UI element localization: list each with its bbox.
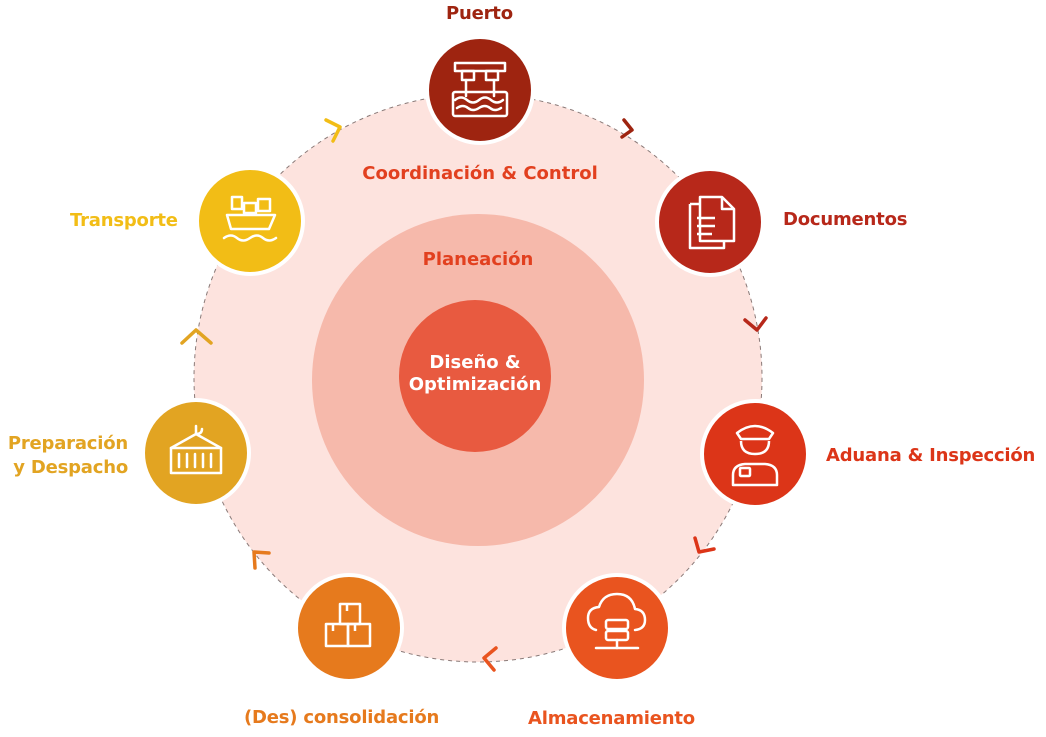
stacked-boxes-icon xyxy=(324,602,372,648)
arrow-chevron-icon xyxy=(324,118,342,143)
customs-officer-icon xyxy=(731,424,779,487)
arrow-chevron-icon xyxy=(743,316,768,332)
cloud-storage-icon xyxy=(586,592,647,650)
arrow-chevron-icon xyxy=(252,550,271,570)
arrow-chevron-icon xyxy=(180,328,213,345)
center-circle xyxy=(399,300,551,452)
outer-ring-label: Coordinación & Control xyxy=(362,163,598,184)
center-title: Diseño & Optimización xyxy=(395,352,555,396)
port-crane-water-icon xyxy=(451,61,509,118)
stage-node-aduana xyxy=(700,399,810,509)
arrow-chevron-icon xyxy=(693,536,716,554)
hanging-container-icon xyxy=(169,424,223,475)
cargo-ship-icon xyxy=(222,195,278,242)
arrow-chevron-icon xyxy=(620,118,634,139)
center-title-line1: Diseño & xyxy=(429,352,521,373)
stage-node-transporte xyxy=(195,166,305,276)
stage-label-preparacion: Preparación y Despacho xyxy=(0,432,128,480)
stage-label-documentos: Documentos xyxy=(783,209,908,230)
documents-icon xyxy=(688,195,736,250)
stage-node-almacenamiento xyxy=(562,573,672,683)
stage-label-transporte: Transporte xyxy=(70,210,178,231)
arrow-chevron-icon xyxy=(482,646,498,672)
stage-label-almacenamiento: Almacenamiento xyxy=(528,708,695,729)
stage-label-aduana: Aduana & Inspección xyxy=(826,445,1036,466)
stage-label-preparacion-line1: Preparación xyxy=(7,433,128,454)
stage-node-consolidacion xyxy=(294,573,404,683)
stage-node-puerto xyxy=(425,35,535,145)
stage-label-preparacion-line2: y Despacho xyxy=(13,457,128,478)
middle-ring-label: Planeación xyxy=(422,249,534,270)
stage-label-puerto: Puerto xyxy=(446,3,513,24)
center-title-line2: Optimización xyxy=(408,374,542,395)
stage-label-consolidacion: (Des) consolidación xyxy=(244,707,440,728)
stage-node-preparacion xyxy=(141,398,251,508)
stage-node-documentos xyxy=(655,167,765,277)
